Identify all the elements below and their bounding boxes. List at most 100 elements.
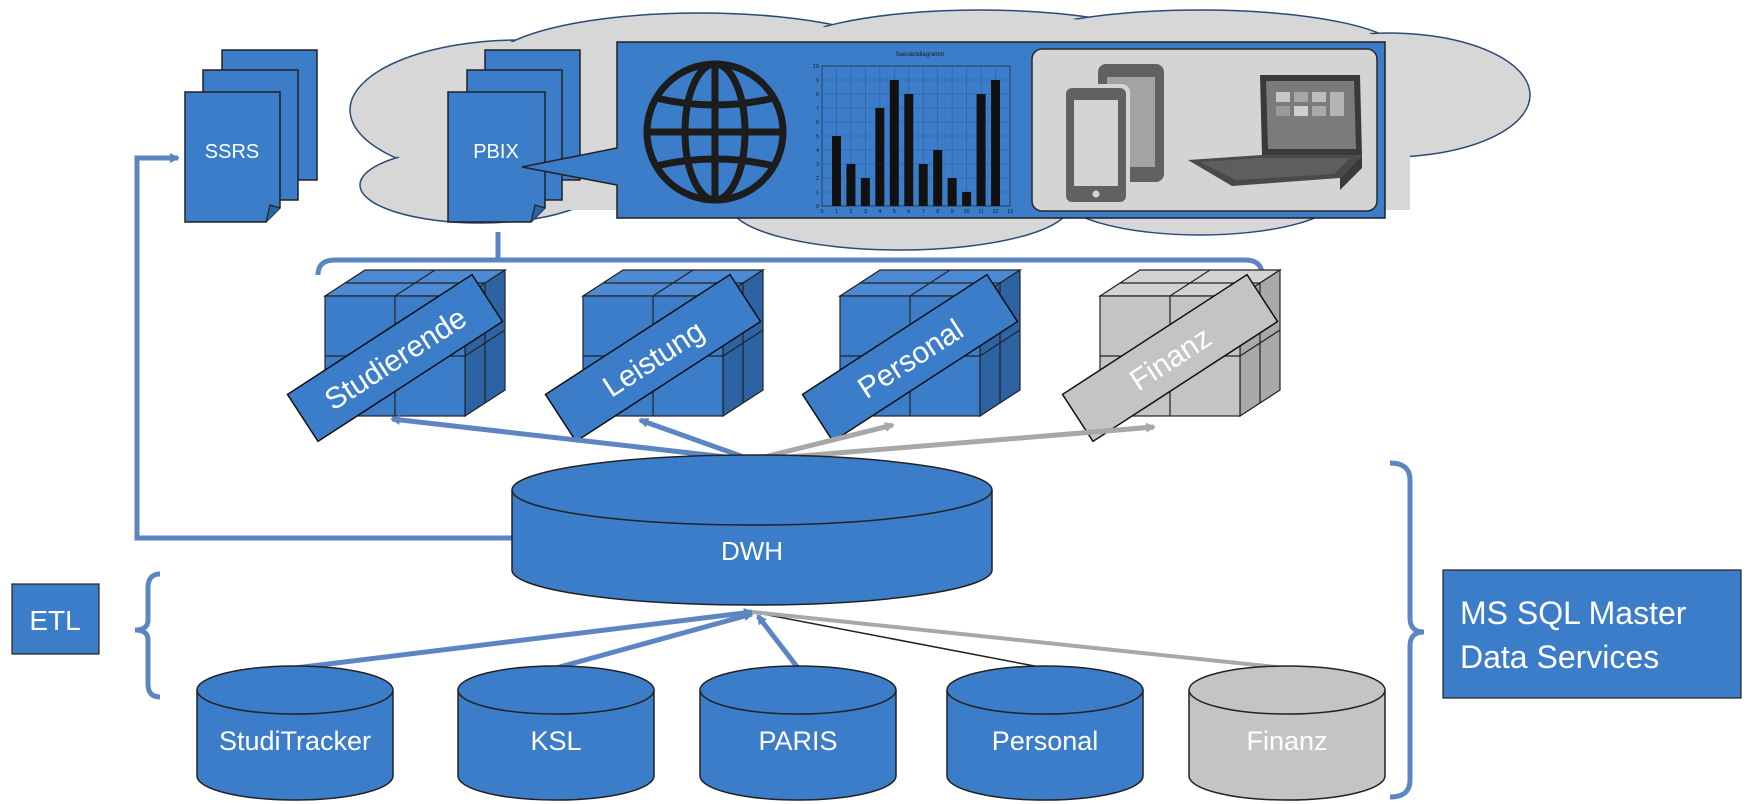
source-finanz: Finanz bbox=[1188, 665, 1386, 801]
chart-x-tick-label: 6 bbox=[907, 209, 910, 215]
chart-y-tick-label: 10 bbox=[813, 64, 819, 70]
dwh-to-cube-arrows bbox=[390, 414, 1156, 463]
mds-label-line1: MS SQL Master bbox=[1460, 595, 1687, 631]
source-label: PARIS bbox=[758, 726, 837, 756]
cube-label-background bbox=[801, 273, 1019, 443]
arrow-paris-dwh bbox=[756, 614, 800, 670]
cube-grid-line bbox=[1239, 329, 1281, 357]
chart-x-tick-label: 0 bbox=[820, 209, 823, 215]
etl-bracket bbox=[134, 571, 161, 700]
mds-bracket bbox=[1389, 460, 1425, 800]
etl-box bbox=[11, 583, 100, 655]
chart-y-tick-label: 0 bbox=[816, 204, 819, 210]
dwh-label: DWH bbox=[721, 536, 783, 566]
source-cylinder-body bbox=[946, 690, 1144, 801]
source-cylinder-body bbox=[457, 690, 655, 801]
arrow-dwh-personal bbox=[751, 422, 895, 463]
chart-bar bbox=[831, 136, 841, 206]
cube-leistung: Leistung bbox=[544, 268, 766, 443]
chart-y-tick-label: 7 bbox=[816, 106, 819, 112]
source-cylinder-top bbox=[699, 665, 897, 715]
cube-label-background bbox=[286, 273, 504, 443]
chart-bar bbox=[947, 178, 957, 206]
source-cylinder-body bbox=[1188, 690, 1386, 801]
chart-y-tick-label: 1 bbox=[816, 190, 819, 196]
source-ksl: KSL bbox=[457, 665, 655, 801]
arrow-dwh-leistung bbox=[638, 417, 753, 463]
chart-x-tick-label: 4 bbox=[878, 209, 881, 215]
smartphone-icon bbox=[1062, 64, 1164, 206]
ssrs-document-stack: SSRS bbox=[184, 49, 318, 223]
ssrs-label: SSRS bbox=[205, 141, 259, 163]
cube-finanz: Finanz bbox=[1061, 268, 1283, 443]
pbix-document-stack: PBIX bbox=[447, 49, 581, 223]
pbix-label: PBIX bbox=[473, 141, 519, 163]
chart-x-tick-label: 13 bbox=[1007, 209, 1013, 215]
source-cylinder-body bbox=[196, 690, 394, 801]
chart-bar bbox=[860, 178, 870, 206]
chart-x-tick-label: 11 bbox=[978, 209, 984, 215]
cube-studierende: Studierende bbox=[286, 268, 508, 443]
chart-x-tick-label: 10 bbox=[964, 209, 970, 215]
chart-x-tick-label: 12 bbox=[992, 209, 998, 215]
source-label: Personal bbox=[992, 726, 1099, 756]
tablet-icon bbox=[1188, 75, 1362, 190]
mds-box bbox=[1442, 569, 1742, 699]
line-personal-dwh bbox=[751, 611, 1046, 669]
chart-y-tick-label: 9 bbox=[816, 78, 819, 84]
chart-bar bbox=[875, 108, 885, 206]
source-label: Finanz bbox=[1246, 726, 1327, 756]
chart-x-tick-label: 1 bbox=[835, 209, 838, 215]
cube-grid-line bbox=[464, 329, 506, 357]
chart-bars bbox=[831, 80, 1001, 206]
chart-y-tick-label: 3 bbox=[816, 162, 819, 168]
cube-personal: Personal bbox=[801, 268, 1023, 443]
chart-y-tick-label: 5 bbox=[816, 134, 819, 140]
arrow-dwh-finanz bbox=[751, 422, 1156, 463]
cubes-bracket bbox=[315, 257, 1265, 276]
source-studitracker: StudiTracker bbox=[196, 665, 394, 801]
source-paris: PARIS bbox=[699, 665, 897, 801]
dwh-to-ssrs-arrow bbox=[134, 153, 512, 541]
chart-x-tick-label: 2 bbox=[849, 209, 852, 215]
sources-layer: StudiTracker KSL PARIS Personal Finanz bbox=[196, 665, 1386, 801]
source-to-dwh-arrows bbox=[294, 608, 1286, 671]
chart-y-tick-label: 2 bbox=[816, 176, 819, 182]
chart-y-tick-label: 6 bbox=[816, 120, 819, 126]
chart-x-tick-label: 8 bbox=[936, 209, 939, 215]
chart-title: Saeulendiagramm bbox=[896, 52, 945, 58]
mds-label-line2: Data Services bbox=[1460, 639, 1659, 675]
mds-group: MS SQL Master Data Services bbox=[1389, 460, 1742, 800]
chart-bar bbox=[933, 150, 943, 206]
chart-bar bbox=[846, 164, 856, 206]
chart-bar bbox=[918, 164, 928, 206]
source-label: StudiTracker bbox=[219, 726, 371, 756]
cube-label-background bbox=[544, 273, 762, 443]
chart-bar bbox=[962, 192, 972, 206]
line-finanz-dwh bbox=[751, 610, 1286, 670]
source-cylinder-top bbox=[946, 665, 1144, 715]
chart-x-tick-label: 7 bbox=[922, 209, 925, 215]
chart-bar bbox=[904, 94, 914, 206]
etl-label: ETL bbox=[29, 605, 80, 636]
chart-x-tick-label: 3 bbox=[864, 209, 867, 215]
source-cylinder-top bbox=[196, 665, 394, 715]
source-personal: Personal bbox=[946, 665, 1144, 801]
globe-icon bbox=[643, 60, 787, 204]
etl-group: ETL bbox=[11, 571, 161, 700]
source-cylinder-top bbox=[457, 665, 655, 715]
arrow-studitracker-dwh bbox=[294, 608, 754, 671]
chart-x-tick-label: 9 bbox=[951, 209, 954, 215]
arrow-dwh-studierende bbox=[390, 414, 753, 463]
source-label: KSL bbox=[530, 726, 581, 756]
source-cylinder-top bbox=[1188, 665, 1386, 715]
devices-panel bbox=[1031, 48, 1378, 212]
chart-bar bbox=[889, 80, 899, 206]
cube-label-background bbox=[1061, 273, 1279, 443]
cube-grid-line bbox=[979, 329, 1021, 357]
cube-grid-line bbox=[722, 329, 764, 357]
